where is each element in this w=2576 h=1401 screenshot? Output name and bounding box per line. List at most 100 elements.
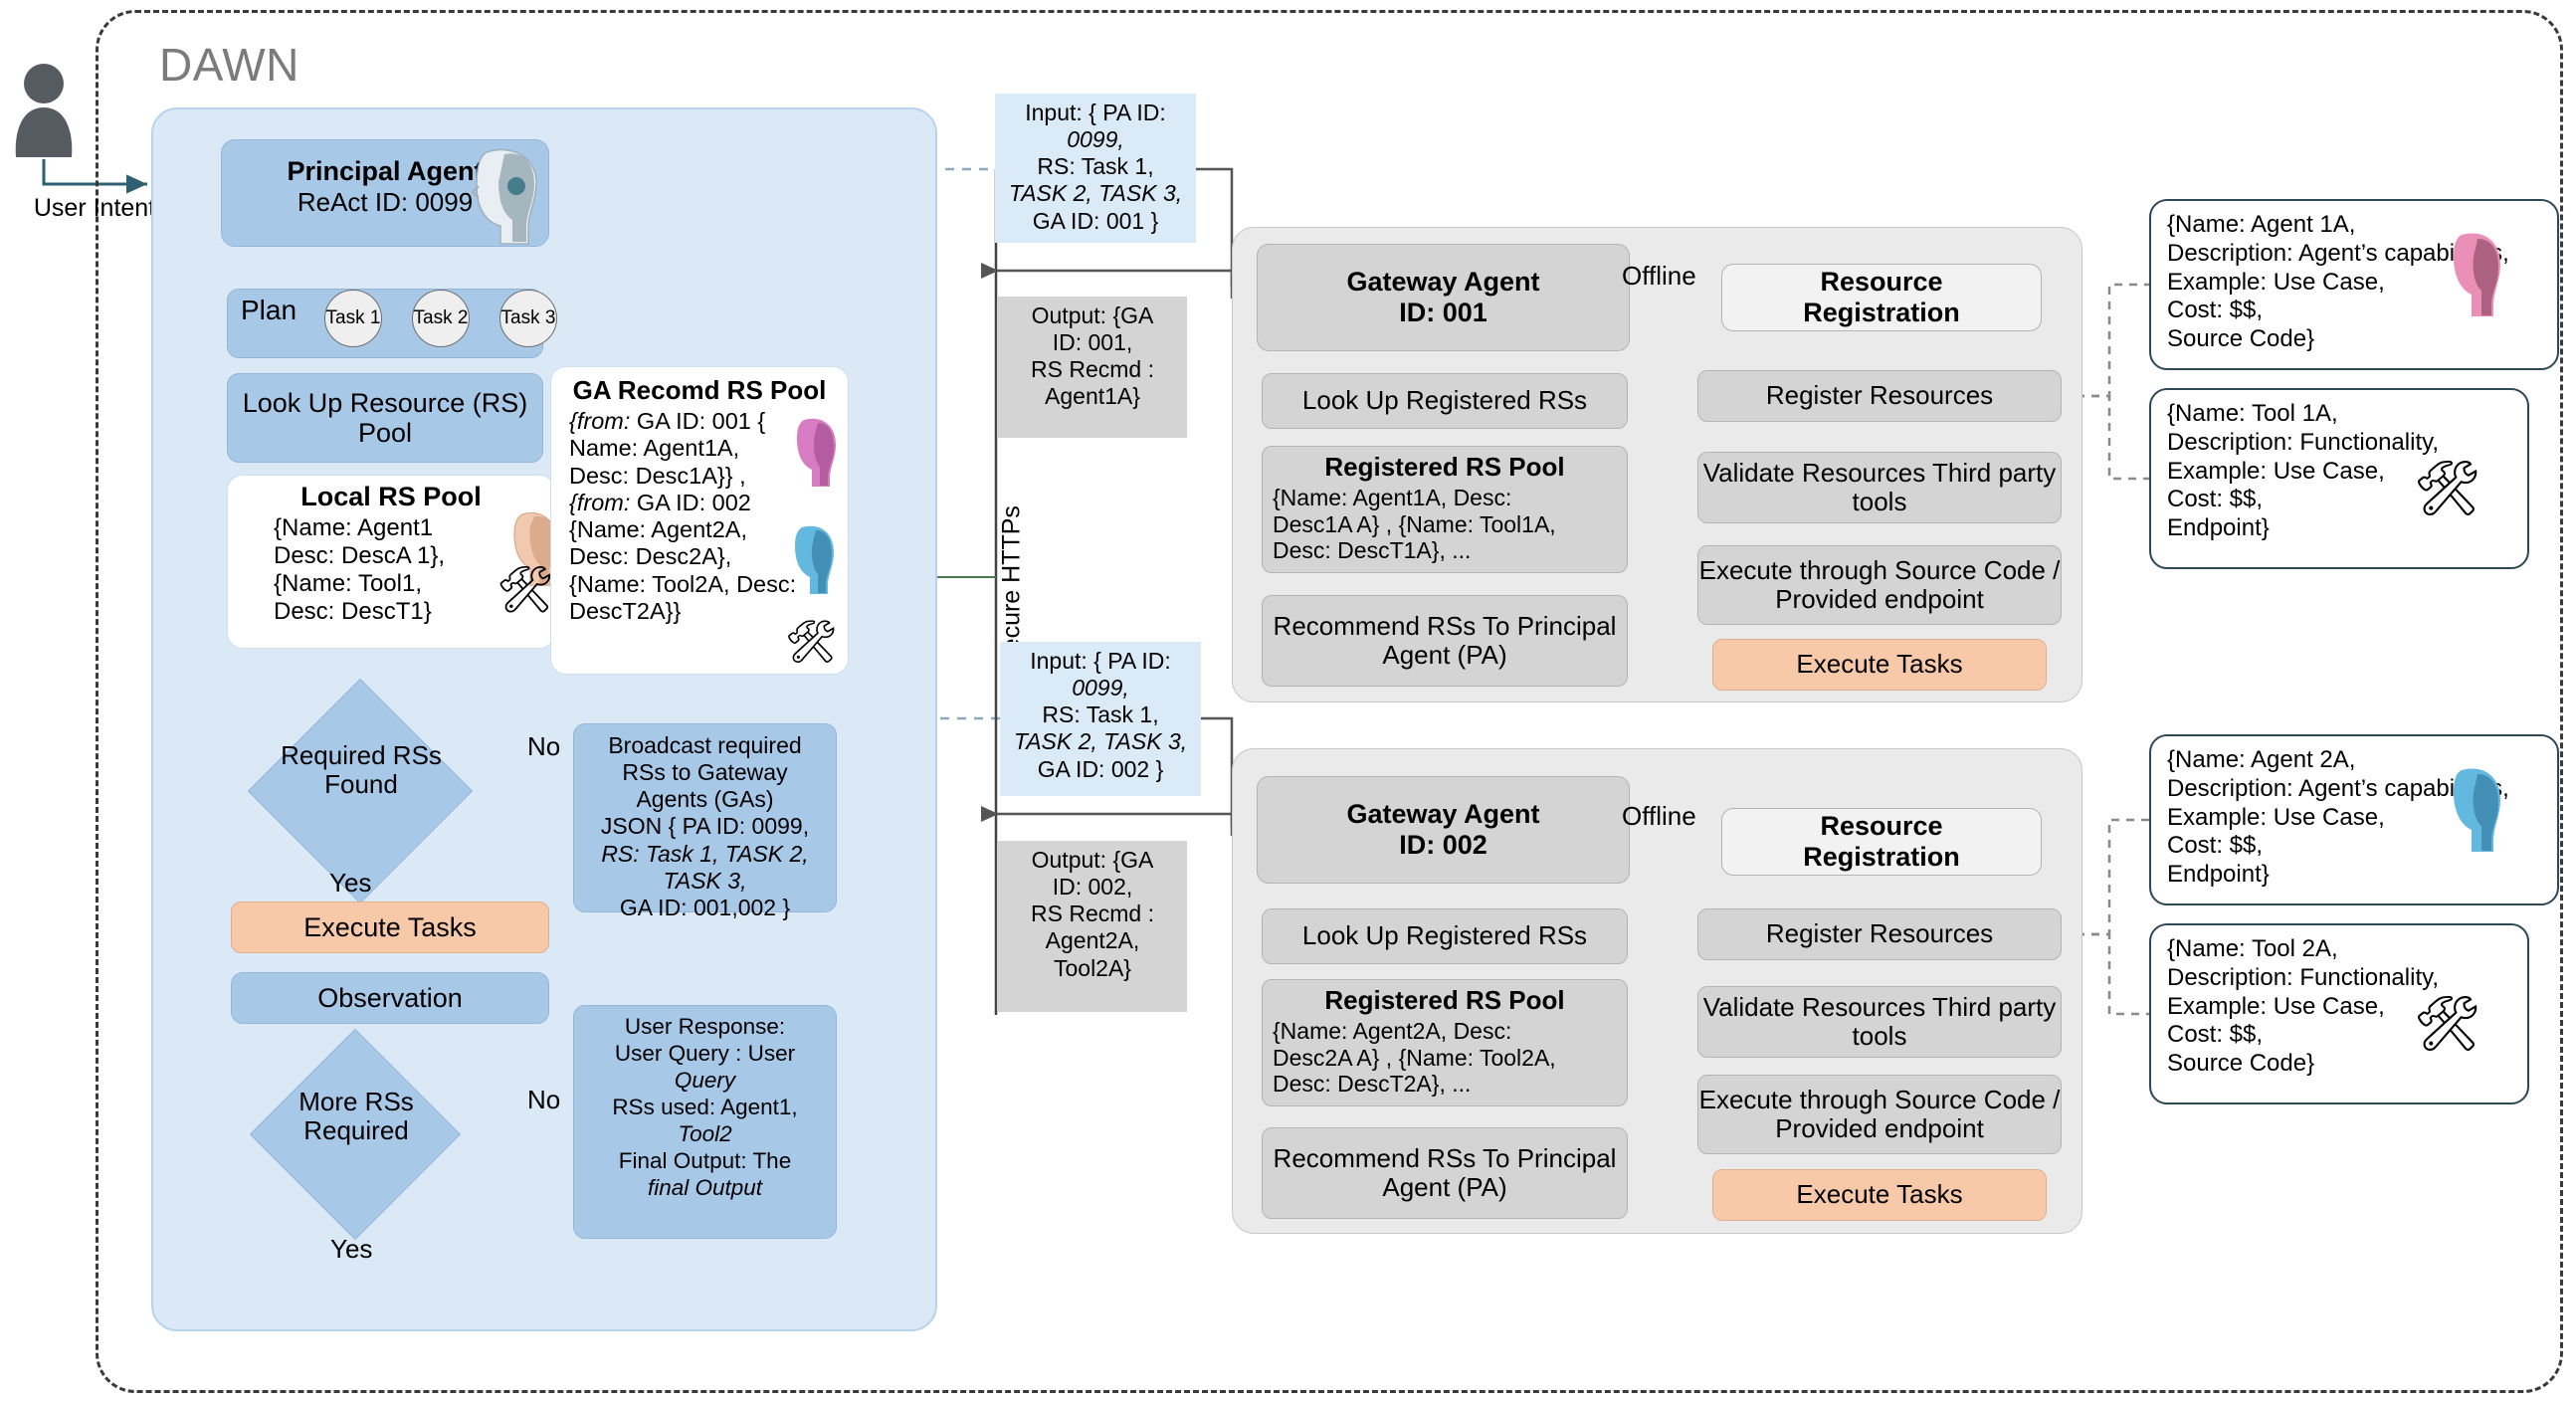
page-title: DAWN: [159, 39, 299, 91]
rr1-title-line2: Registration: [1803, 298, 1960, 327]
execute-tasks-label: Execute Tasks: [303, 911, 477, 942]
ga2-registered-rs-pool[interactable]: Registered RS Pool {Name: Agent2A, Desc:…: [1262, 979, 1628, 1106]
rr1-execute-source-code[interactable]: Execute through Source Code / Provided e…: [1697, 545, 2062, 625]
resource-registration-2-header[interactable]: Resource Registration: [1721, 808, 2042, 876]
ga2-recommend-rs[interactable]: Recommend RSs To Principal Agent (PA): [1262, 1127, 1628, 1219]
msg-line: Tool2A}: [1053, 954, 1131, 981]
card-line: Description: Agent’s capabilities,: [2167, 239, 2509, 267]
plan-task-1[interactable]: Task 1: [324, 290, 382, 347]
msg-line: Input: { PA ID:: [1025, 100, 1166, 125]
output-message-001: Output: {GA ID: 001, RS Recmd : Agent1A}: [998, 297, 1187, 438]
user-response-line: RSs used: Agent1,: [612, 1095, 798, 1119]
local-rs-line: {Name: Tool1,: [274, 570, 422, 598]
card-line: Source Code}: [2167, 1050, 2315, 1078]
gateway-agent-001-header[interactable]: Gateway Agent ID: 001: [1257, 244, 1630, 351]
ga-recomd-rs-pool-box[interactable]: GA Recomd RS Pool {from: {from: GA ID: 0…: [550, 366, 849, 675]
output-002-body: Output: {GA ID: 002, RS Recmd : Agent2A,…: [998, 841, 1187, 982]
more-rs-required-label: More RSs Required: [298, 1087, 414, 1146]
rr2-title-line2: Registration: [1803, 842, 1960, 872]
msg-line: ID: 002,: [1052, 874, 1133, 901]
msg-line: 0099,: [1067, 126, 1124, 153]
local-rs-line: Desc: DescT1}: [274, 598, 432, 626]
user-response-line: Final Output: The: [618, 1148, 792, 1173]
ga1-pool-body: {Name: Agent1A, Desc: Desc1A A} , {Name:…: [1263, 483, 1627, 564]
plan-task-2[interactable]: Task 2: [412, 290, 470, 347]
msg-line: RS Recmd :: [1031, 356, 1154, 383]
local-rs-line: {Name: Agent1: [274, 514, 434, 541]
look-up-resource-pool-label: Look Up Resource (RS) Pool: [242, 387, 528, 448]
ga1-recommend-rs[interactable]: Recommend RSs To Principal Agent (PA): [1262, 595, 1628, 687]
rr2-execute-source-code[interactable]: Execute through Source Code / Provided e…: [1697, 1075, 2062, 1154]
resource-registration-1-header[interactable]: Resource Registration: [1721, 264, 2042, 331]
principal-agent-id: ReAct ID: 0099: [297, 187, 474, 217]
rr1-title-line: Resource: [1820, 267, 1943, 298]
input-002-body: Input: { PA ID: 0099, RS: Task 1, TASK 2…: [1000, 642, 1201, 783]
card-line: Description: Functionality,: [2167, 428, 2439, 456]
pool-line: {Name: Agent1A, Desc:: [1273, 485, 1512, 510]
required-rs-no-label: No: [527, 731, 561, 761]
output-001-body: Output: {GA ID: 001, RS Recmd : Agent1A}: [998, 297, 1187, 411]
rr2-step-label: Register Resources: [1765, 918, 1994, 949]
card-line: Example: Use Case,: [2167, 992, 2385, 1020]
card-line: {Name: Agent 2A,: [2167, 746, 2356, 773]
ga-from-label: {from:: [569, 489, 631, 515]
msg-line: RS: Task 1,: [1042, 701, 1159, 728]
card-line: Source Code}: [2167, 325, 2315, 353]
broadcast-box[interactable]: Broadcast required RSs to Gateway Agents…: [573, 723, 837, 920]
broadcast-line: RSs to Gateway: [622, 759, 788, 786]
blue-robot-head-icon: [2454, 768, 2500, 852]
rr1-register-resources[interactable]: Register Resources: [1697, 370, 2062, 422]
card-line: Endpoint}: [2167, 861, 2270, 889]
card-body: {Name: Tool 2A, Description: Functionali…: [2151, 925, 2527, 1079]
rr1-step-label: Register Resources: [1765, 380, 1994, 411]
msg-line: Output: {GA: [1031, 302, 1154, 328]
rr2-validate-resources[interactable]: Validate Resources Third party tools: [1697, 986, 2062, 1058]
rr1-execute-tasks-button[interactable]: Execute Tasks: [1712, 639, 2047, 691]
ga2-lookup-registered-rs[interactable]: Look Up Registered RSs: [1262, 908, 1628, 964]
rr2-step-label: Execute through Source Code / Provided e…: [1698, 1084, 2061, 1143]
ga-recomd-line: DescT2A}}: [569, 597, 682, 624]
resource-card-tool-2a[interactable]: {Name: Tool 2A, Description: Functionali…: [2149, 923, 2529, 1104]
rr2-execute-label: Execute Tasks: [1796, 1179, 1963, 1210]
pink-robot-head-icon: [797, 418, 836, 487]
card-body: {Name: Tool 1A, Description: Functionali…: [2151, 390, 2527, 543]
resource-card-agent-1a[interactable]: {Name: Agent 1A, Description: Agent’s ca…: [2149, 199, 2559, 370]
ga1-pool-title: Registered RS Pool: [1324, 452, 1565, 482]
ga1-registered-rs-pool[interactable]: Registered RS Pool {Name: Agent1A, Desc:…: [1262, 446, 1628, 573]
rr2-register-resources[interactable]: Register Resources: [1697, 908, 2062, 960]
gateway-agent-002-header[interactable]: Gateway Agent ID: 002: [1257, 776, 1630, 884]
rr1-execute-label: Execute Tasks: [1796, 649, 1963, 680]
ga-recomd-line: {Name: Agent2A,: [569, 516, 747, 542]
task-label: Task 1: [325, 307, 381, 329]
user-response-box[interactable]: User Response: User Query : User Query R…: [573, 1005, 837, 1239]
principal-agent-header[interactable]: Principal Agent ReAct ID: 0099: [221, 139, 549, 247]
plan-label: Plan: [241, 295, 297, 325]
tools-icon: 🛠: [2413, 459, 2481, 518]
tools-icon: 🛠: [495, 563, 554, 615]
user-response-line: Query: [674, 1068, 736, 1093]
gateway-agent-title: Gateway Agent: [1346, 266, 1540, 297]
resource-card-tool-1a[interactable]: {Name: Tool 1A, Description: Functionali…: [2149, 388, 2529, 569]
user-response-line: User Query : User: [614, 1041, 796, 1066]
execute-tasks-button-pa[interactable]: Execute Tasks: [231, 901, 549, 953]
ga2-recommend-label: Recommend RSs To Principal Agent (PA): [1273, 1142, 1617, 1202]
card-line: Cost: $$,: [2167, 832, 2264, 860]
broadcast-line: GA ID: 001,002 }: [619, 894, 791, 920]
ga2-lookup-label: Look Up Registered RSs: [1301, 920, 1588, 951]
observation-box[interactable]: Observation: [231, 972, 549, 1024]
plan-task-3[interactable]: Task 3: [499, 290, 557, 347]
task-label: Task 2: [413, 307, 469, 329]
look-up-resource-pool-box[interactable]: Look Up Resource (RS) Pool: [227, 373, 543, 463]
local-rs-pool-box[interactable]: Local RS Pool {Name: Agent1 Desc: DescA …: [227, 475, 557, 649]
card-line: Example: Use Case,: [2167, 268, 2385, 296]
rr2-execute-tasks-button[interactable]: Execute Tasks: [1712, 1169, 2047, 1221]
resource-card-agent-2a[interactable]: {Name: Agent 2A, Description: Agent’s ca…: [2149, 734, 2559, 905]
more-rs-yes-label: Yes: [330, 1234, 373, 1264]
rr1-validate-resources[interactable]: Validate Resources Third party tools: [1697, 452, 2062, 523]
input-message-001: Input: { PA ID: 0099, RS: Task 1, TASK 2…: [995, 94, 1196, 243]
pool-line: Desc: DescT1A}, ...: [1273, 537, 1472, 564]
broadcast-line: TASK 3,: [663, 867, 747, 894]
ga-recomd-line: {Name: Tool2A, Desc:: [569, 570, 797, 597]
ga1-lookup-registered-rs[interactable]: Look Up Registered RSs: [1262, 373, 1628, 429]
required-rs-yes-label: Yes: [329, 868, 372, 898]
